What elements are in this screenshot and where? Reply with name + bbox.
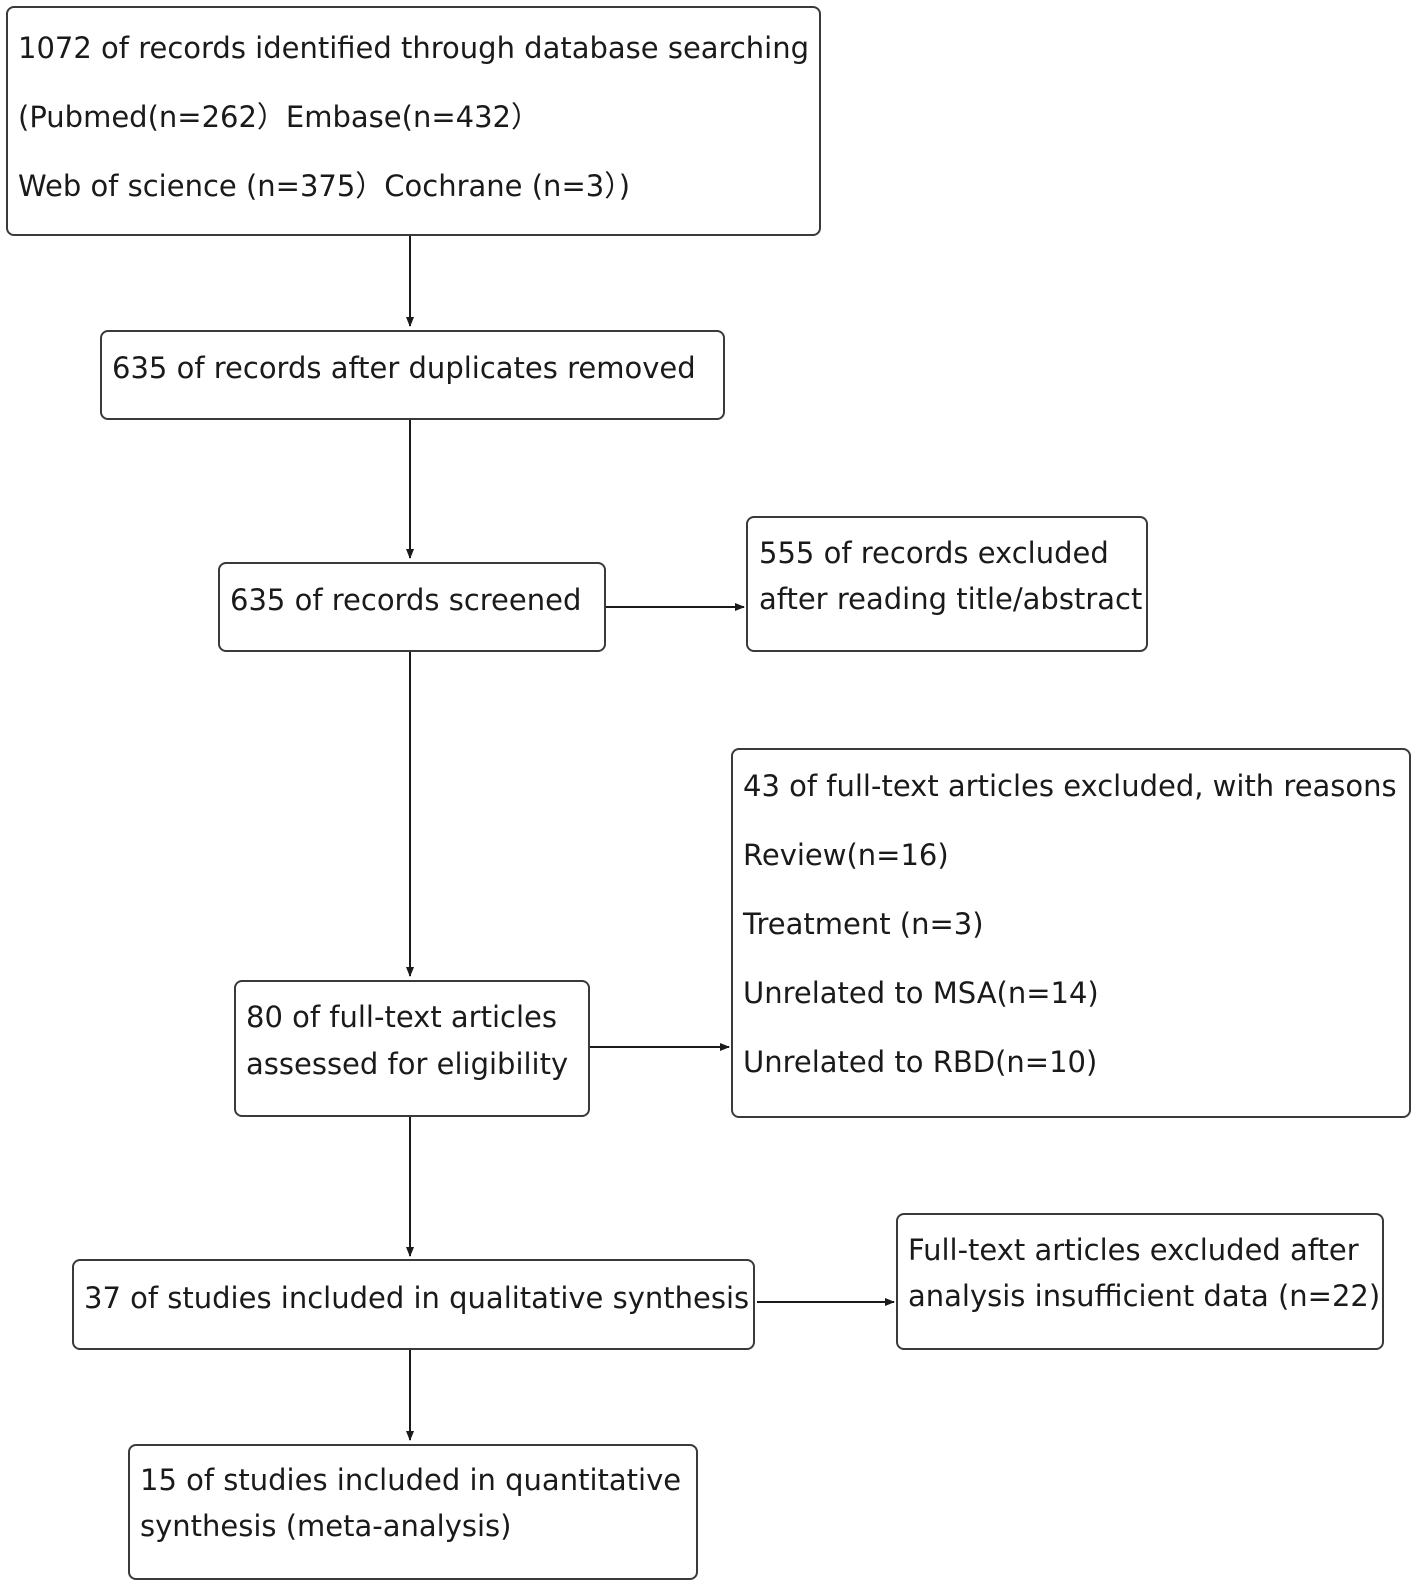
screen-excluded-line-1: 555 of records excluded	[759, 536, 1109, 570]
screen-excluded-line-2: after reading title/abstract	[759, 582, 1143, 616]
analysis-excluded-line-2: analysis insufficient data (n=22)	[908, 1279, 1381, 1313]
eligibility-line-2: assessed for eligibility	[246, 1047, 569, 1081]
duplicates-removed-box: 635 of records after duplicates removed	[100, 330, 725, 420]
fulltext-excluded-box: 43 of full-text articles excluded, with …	[731, 748, 1411, 1118]
fulltext-excluded-reason-msa: Unrelated to MSA(n=14)	[743, 976, 1099, 1010]
fulltext-excluded-line-1: 43 of full-text articles excluded, with …	[743, 769, 1397, 803]
quantitative-line-1: 15 of studies included in quantitative	[140, 1463, 682, 1497]
identification-box: 1072 of records identified through datab…	[6, 6, 821, 236]
eligibility-box: 80 of full-text articles assessed for el…	[234, 980, 590, 1117]
qualitative-line-1: 37 of studies included in qualitative sy…	[84, 1281, 750, 1315]
screened-line-1: 635 of records screened	[230, 583, 582, 617]
identification-line-3: Web of science (n=375）Cochrane (n=3）)	[18, 169, 631, 203]
analysis-excluded-box: Full-text articles excluded after analys…	[896, 1213, 1384, 1350]
eligibility-line-1: 80 of full-text articles	[246, 1000, 557, 1034]
identification-line-1: 1072 of records identified through datab…	[18, 31, 810, 65]
screen-excluded-box: 555 of records excluded after reading ti…	[746, 516, 1148, 652]
identification-line-2: (Pubmed(n=262）Embase(n=432）	[18, 100, 540, 134]
screened-box: 635 of records screened	[218, 562, 606, 652]
quantitative-line-2: synthesis (meta-analysis)	[140, 1509, 512, 1543]
duplicates-removed-line-1: 635 of records after duplicates removed	[112, 351, 696, 385]
fulltext-excluded-reason-rbd: Unrelated to RBD(n=10)	[743, 1045, 1098, 1079]
qualitative-box: 37 of studies included in qualitative sy…	[72, 1259, 755, 1350]
fulltext-excluded-reason-review: Review(n=16)	[743, 838, 949, 872]
quantitative-box: 15 of studies included in quantitative s…	[128, 1444, 698, 1580]
fulltext-excluded-reason-treatment: Treatment (n=3)	[743, 907, 984, 941]
analysis-excluded-line-1: Full-text articles excluded after	[908, 1233, 1359, 1267]
